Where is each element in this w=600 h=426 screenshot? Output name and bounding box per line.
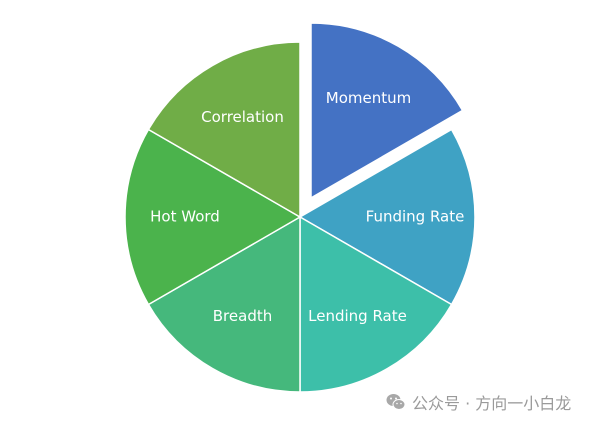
slice-label-lending-rate: Lending Rate [308, 307, 407, 325]
slice-label-correlation: Correlation [201, 108, 284, 126]
wechat-icon [386, 394, 406, 410]
watermark-text: 公众号 · 方向一小白龙 [412, 394, 572, 413]
watermark: 公众号 · 方向一小白龙 [386, 390, 571, 414]
pie-slice-funding-rate [298, 128, 476, 306]
pie-slice-breadth [147, 215, 301, 393]
pie-slice-momentum [310, 22, 464, 200]
pie-slice-correlation [147, 41, 301, 219]
slice-label-breadth: Breadth [213, 307, 272, 325]
slice-label-hot-word: Hot Word [150, 208, 220, 226]
pie-slice-lending-rate [299, 215, 453, 393]
slice-label-momentum: Momentum [326, 89, 411, 107]
pie-slice-hot-word [124, 128, 302, 306]
slice-label-funding-rate: Funding Rate [366, 208, 465, 226]
